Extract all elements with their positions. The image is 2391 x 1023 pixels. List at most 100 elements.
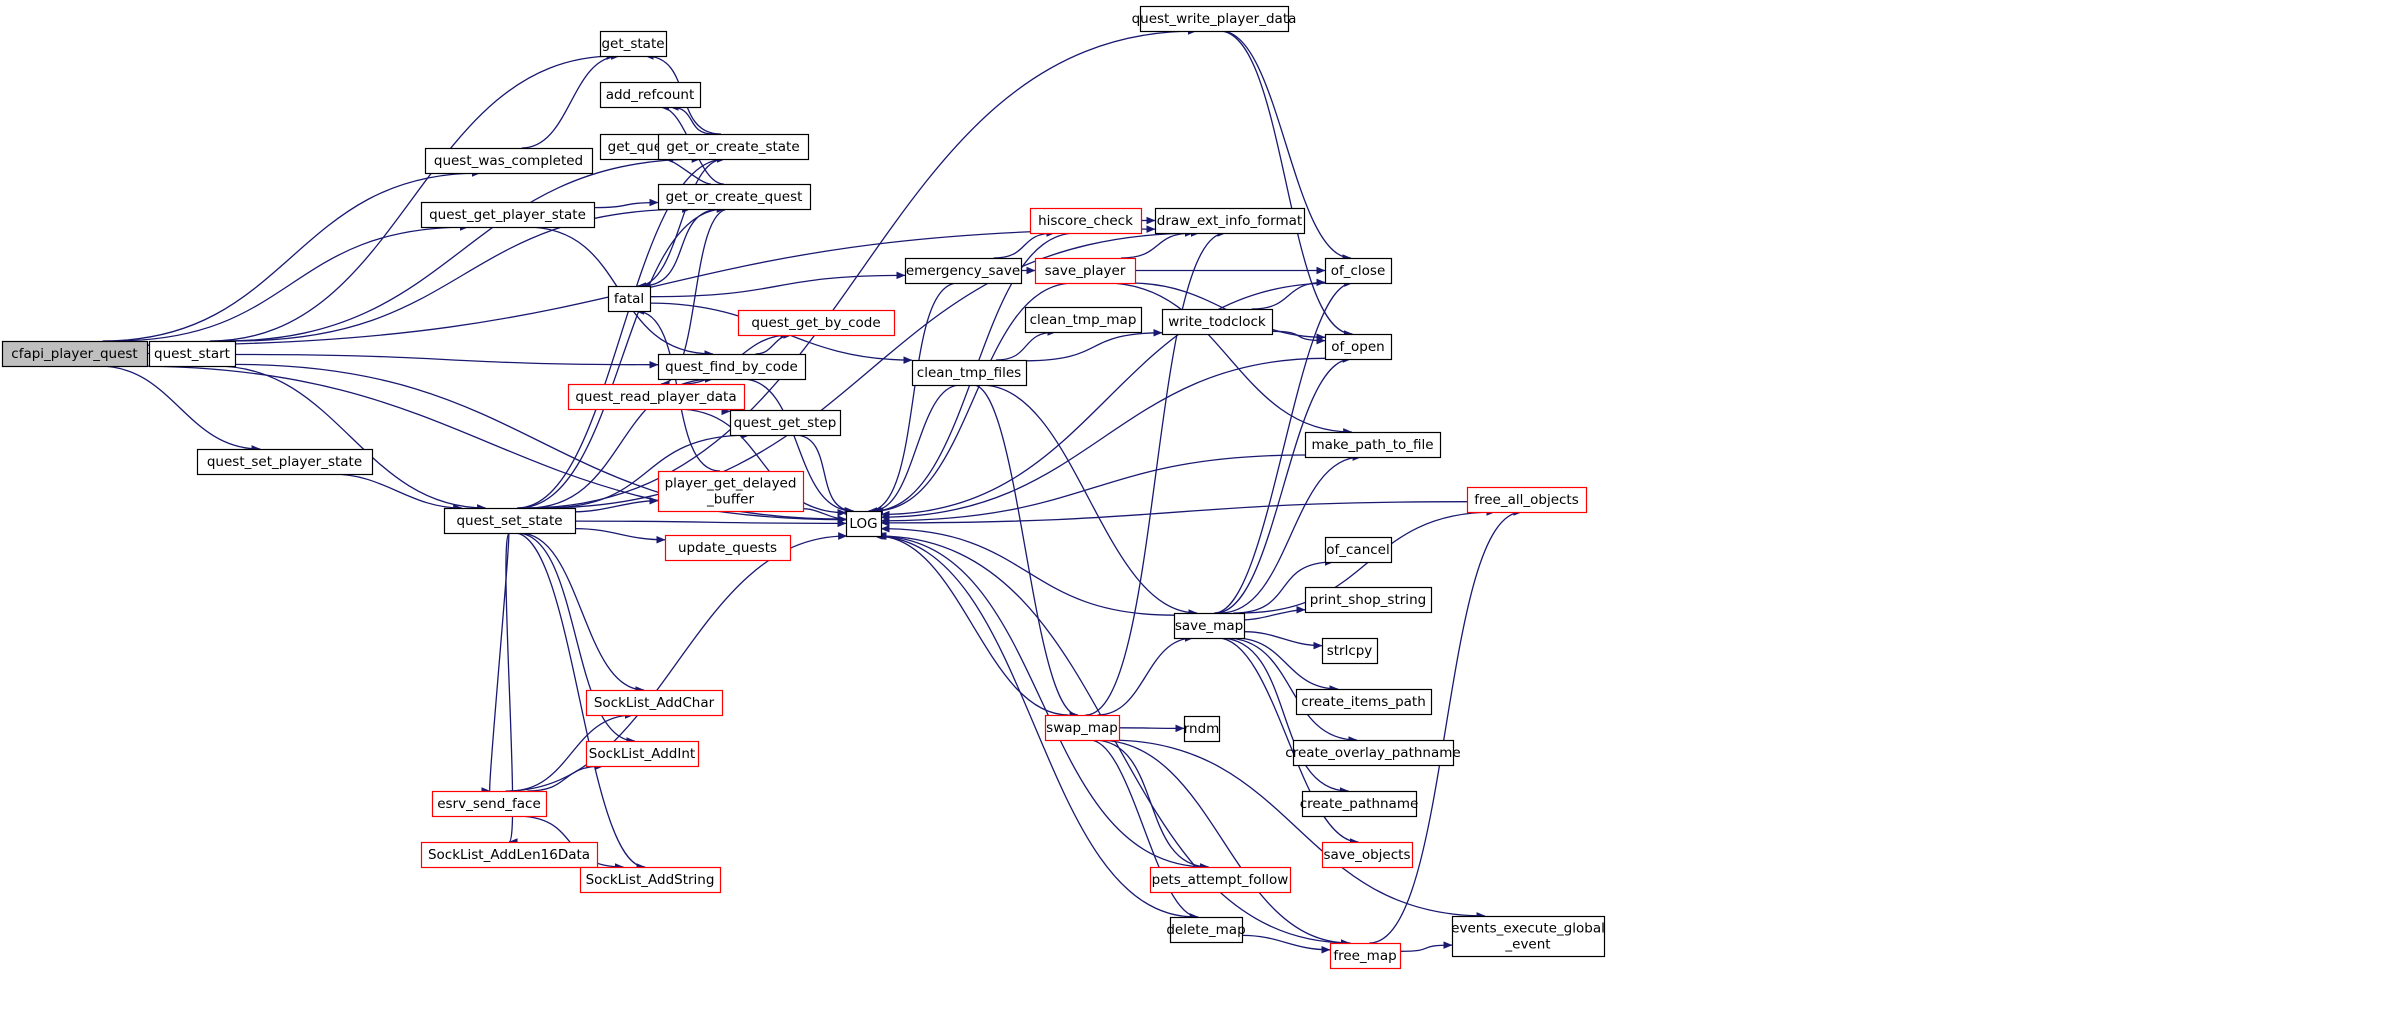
node-cfapi_player_quest[interactable]: cfapi_player_quest xyxy=(1,340,149,368)
node-box-emergency_save[interactable] xyxy=(904,257,1023,285)
node-of_open[interactable]: of_open xyxy=(1324,333,1393,361)
node-quest_set_player_state[interactable]: quest_set_player_state xyxy=(196,448,374,476)
node-box-SockList_AddChar[interactable] xyxy=(585,689,724,717)
node-create_pathname[interactable]: create_pathname xyxy=(1300,790,1419,818)
node-box-swap_map[interactable] xyxy=(1044,714,1121,742)
node-free_all_objects[interactable]: free_all_objects xyxy=(1466,486,1588,514)
node-quest_get_player_state[interactable]: quest_get_player_state xyxy=(420,201,596,229)
node-box-quest_get_player_state[interactable] xyxy=(420,201,596,229)
node-box-quest_start[interactable] xyxy=(148,340,237,368)
node-box-quest_get_by_code[interactable] xyxy=(737,309,896,337)
edges-layer xyxy=(98,27,1523,954)
node-box-free_all_objects[interactable] xyxy=(1466,486,1588,514)
node-quest_write_player_data[interactable]: quest_write_player_data xyxy=(1132,5,1297,33)
node-update_quests[interactable]: update_quests xyxy=(664,534,792,562)
node-quest_start[interactable]: quest_start xyxy=(148,340,237,368)
node-box-free_map[interactable] xyxy=(1329,942,1402,970)
node-box-write_todclock[interactable] xyxy=(1161,308,1274,336)
node-box-create_pathname[interactable] xyxy=(1301,790,1418,818)
node-box-quest_read_player_data[interactable] xyxy=(567,383,746,411)
node-box-delete_map[interactable] xyxy=(1169,916,1244,944)
node-box-get_state[interactable] xyxy=(599,30,668,58)
node-clean_tmp_map[interactable]: clean_tmp_map xyxy=(1024,306,1143,334)
node-box-quest_set_player_state[interactable] xyxy=(196,448,374,476)
node-box-events_execute_global_event[interactable] xyxy=(1451,915,1606,958)
node-box-create_overlay_pathname[interactable] xyxy=(1292,739,1455,767)
node-save_map[interactable]: save_map xyxy=(1173,612,1246,640)
node-LOG[interactable]: LOG xyxy=(845,510,883,538)
node-add_refcount[interactable]: add_refcount xyxy=(599,81,702,109)
node-rndm[interactable]: rndm xyxy=(1183,715,1221,743)
node-SockList_AddChar[interactable]: SockList_AddChar xyxy=(585,689,724,717)
node-free_map[interactable]: free_map xyxy=(1329,942,1402,970)
edge-get_or_create_quest-to-fatal xyxy=(641,208,722,290)
node-box-add_refcount[interactable] xyxy=(599,81,702,109)
node-box-save_map[interactable] xyxy=(1173,612,1246,640)
node-box-rndm[interactable] xyxy=(1183,715,1221,743)
node-quest_find_by_code[interactable]: quest_find_by_code xyxy=(657,353,807,381)
node-box-clean_tmp_map[interactable] xyxy=(1024,306,1143,334)
node-box-pets_attempt_follow[interactable] xyxy=(1149,866,1292,894)
node-hiscore_check[interactable]: hiscore_check xyxy=(1029,207,1143,235)
node-SockList_AddLen16Data[interactable]: SockList_AddLen16Data xyxy=(420,841,599,869)
node-box-clean_tmp_files[interactable] xyxy=(911,359,1028,387)
node-box-get_or_create_quest[interactable] xyxy=(657,183,812,211)
node-quest_set_state[interactable]: quest_set_state xyxy=(443,507,577,535)
node-quest_was_completed[interactable]: quest_was_completed xyxy=(424,147,594,175)
node-print_shop_string[interactable]: print_shop_string xyxy=(1304,586,1433,614)
node-esrv_send_face[interactable]: esrv_send_face xyxy=(431,790,548,818)
node-pets_attempt_follow[interactable]: pets_attempt_follow xyxy=(1149,866,1292,894)
node-emergency_save[interactable]: emergency_save xyxy=(904,257,1023,285)
node-box-of_close[interactable] xyxy=(1324,257,1393,285)
node-box-get_or_create_state[interactable] xyxy=(657,133,810,161)
node-draw_ext_info_format[interactable]: draw_ext_info_format xyxy=(1154,207,1306,235)
node-save_player[interactable]: save_player xyxy=(1034,257,1137,285)
node-quest_get_by_code[interactable]: quest_get_by_code xyxy=(737,309,896,337)
node-box-make_path_to_file[interactable] xyxy=(1304,431,1442,459)
node-box-quest_get_step[interactable] xyxy=(729,409,842,437)
node-quest_get_step[interactable]: quest_get_step xyxy=(729,409,842,437)
node-box-draw_ext_info_format[interactable] xyxy=(1154,207,1306,235)
node-quest_read_player_data[interactable]: quest_read_player_data xyxy=(567,383,746,411)
node-box-save_objects[interactable] xyxy=(1321,841,1414,869)
node-box-strlcpy[interactable] xyxy=(1321,637,1379,665)
node-of_cancel[interactable]: of_cancel xyxy=(1324,536,1393,564)
node-box-quest_was_completed[interactable] xyxy=(424,147,594,175)
node-box-quest_find_by_code[interactable] xyxy=(657,353,807,381)
node-write_todclock[interactable]: write_todclock xyxy=(1161,308,1274,336)
node-get_or_create_quest[interactable]: get_or_create_quest xyxy=(657,183,812,211)
node-create_overlay_pathname[interactable]: create_overlay_pathname xyxy=(1285,739,1461,767)
node-box-player_get_delayed_buffer[interactable] xyxy=(657,470,805,513)
node-strlcpy[interactable]: strlcpy xyxy=(1321,637,1379,665)
node-swap_map[interactable]: swap_map xyxy=(1044,714,1121,742)
node-box-SockList_AddLen16Data[interactable] xyxy=(420,841,599,869)
node-box-update_quests[interactable] xyxy=(664,534,792,562)
node-SockList_AddInt[interactable]: SockList_AddInt xyxy=(585,740,700,768)
node-box-SockList_AddString[interactable] xyxy=(579,866,722,894)
node-save_objects[interactable]: save_objects xyxy=(1321,841,1414,869)
node-box-quest_write_player_data[interactable] xyxy=(1139,5,1290,33)
node-delete_map[interactable]: delete_map xyxy=(1166,916,1246,944)
node-box-of_open[interactable] xyxy=(1324,333,1393,361)
node-box-quest_set_state[interactable] xyxy=(443,507,577,535)
node-box-print_shop_string[interactable] xyxy=(1304,586,1433,614)
node-box-SockList_AddInt[interactable] xyxy=(585,740,700,768)
node-events_execute_global_event[interactable]: events_execute_global_event xyxy=(1451,915,1606,958)
node-box-LOG[interactable] xyxy=(845,510,883,538)
node-of_close[interactable]: of_close xyxy=(1324,257,1393,285)
node-SockList_AddString[interactable]: SockList_AddString xyxy=(579,866,722,894)
node-player_get_delayed_buffer[interactable]: player_get_delayed_buffer xyxy=(657,470,805,513)
node-clean_tmp_files[interactable]: clean_tmp_files xyxy=(911,359,1028,387)
node-box-hiscore_check[interactable] xyxy=(1029,207,1143,235)
node-create_items_path[interactable]: create_items_path xyxy=(1295,688,1433,716)
node-box-fatal[interactable] xyxy=(607,285,652,313)
node-box-save_player[interactable] xyxy=(1034,257,1137,285)
node-box-of_cancel[interactable] xyxy=(1324,536,1393,564)
node-get_or_create_state[interactable]: get_or_create_state xyxy=(657,133,810,161)
node-box-create_items_path[interactable] xyxy=(1295,688,1433,716)
node-box-cfapi_player_quest[interactable] xyxy=(1,340,149,368)
node-box-esrv_send_face[interactable] xyxy=(431,790,548,818)
node-get_state[interactable]: get_state xyxy=(599,30,668,58)
node-fatal[interactable]: fatal xyxy=(607,285,652,313)
node-make_path_to_file[interactable]: make_path_to_file xyxy=(1304,431,1442,459)
